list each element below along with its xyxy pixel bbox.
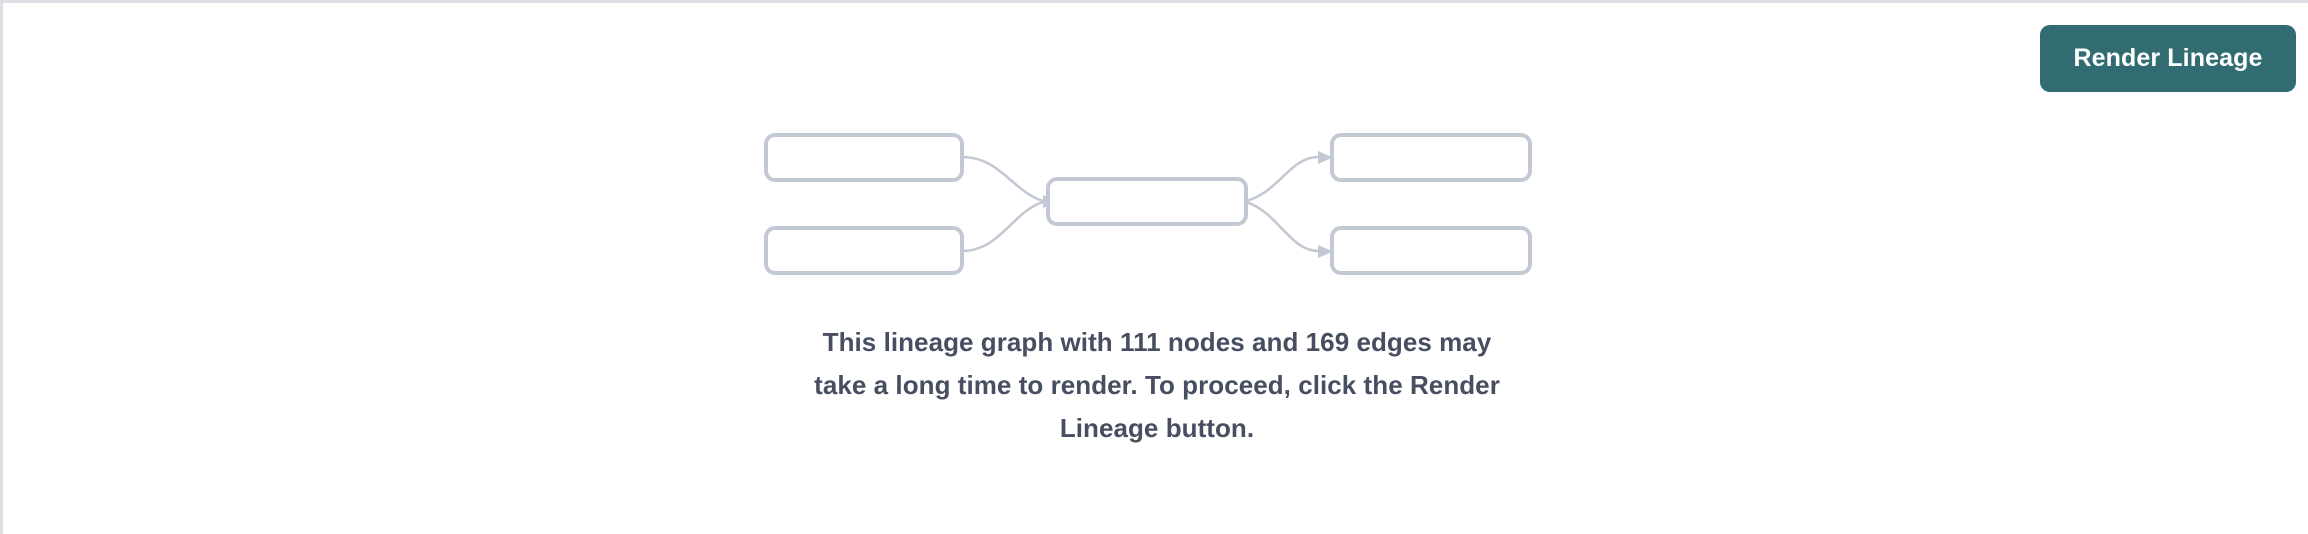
edge-upstream-1-to-focus	[961, 155, 1058, 208]
illustration-node-upstream-1	[764, 133, 964, 182]
illustration-node-downstream-2	[1330, 226, 1532, 275]
lineage-graph-illustration	[764, 133, 1532, 275]
illustration-node-upstream-2	[764, 226, 964, 275]
illustration-node-downstream-1	[1330, 133, 1532, 182]
render-lineage-button[interactable]: Render Lineage	[2040, 25, 2296, 92]
edge-focus-to-downstream-1	[1245, 151, 1333, 203]
lineage-placeholder-message: This lineage graph with 111 nodes and 16…	[814, 327, 1500, 443]
illustration-node-focus	[1046, 177, 1248, 226]
lineage-placeholder-content: This lineage graph with 111 nodes and 16…	[3, 3, 2308, 534]
edge-focus-to-downstream-2	[1245, 200, 1333, 258]
edge-upstream-2-to-focus	[961, 200, 1044, 253]
